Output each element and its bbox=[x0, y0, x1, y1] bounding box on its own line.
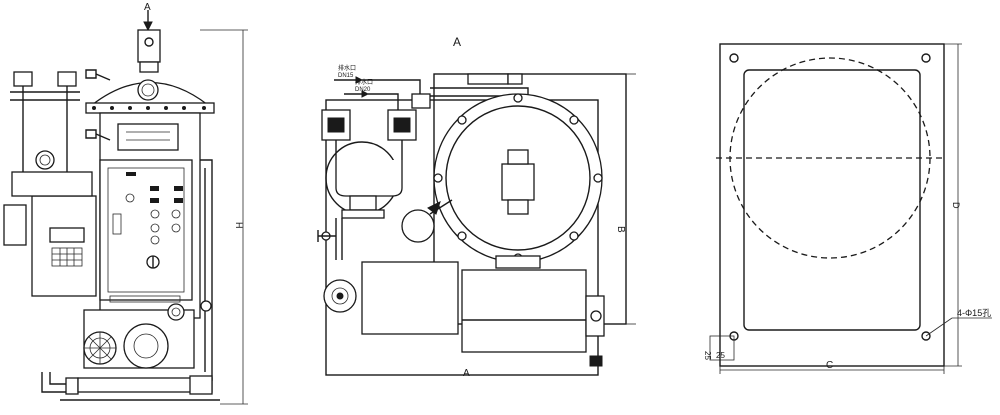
front-top-label: A bbox=[144, 2, 151, 13]
plan-height-dim: D bbox=[951, 202, 961, 209]
svg-text:排水口: 排水口 bbox=[355, 78, 373, 86]
controller-display bbox=[49, 227, 85, 243]
hole-note: 4-Φ15孔 bbox=[957, 308, 991, 318]
side-height-dim: B bbox=[615, 226, 626, 233]
side-view: A 排水口 DN15 排水口 DN20 bbox=[317, 35, 636, 379]
inlet2-label: DN20 bbox=[355, 87, 371, 93]
offset-x-label: 25 bbox=[716, 351, 725, 360]
front-view: A bbox=[3, 2, 248, 405]
mounting-hole bbox=[921, 331, 931, 341]
waste-tank bbox=[361, 261, 459, 335]
inlet1-label: DN15 bbox=[338, 73, 354, 79]
svg-text:排水口: 排水口 bbox=[338, 64, 356, 72]
pump-housing bbox=[461, 269, 587, 353]
pump-motor bbox=[123, 323, 169, 369]
pressure-gauge bbox=[137, 79, 159, 101]
mounting-hole bbox=[729, 53, 739, 63]
side-width-dim: A bbox=[463, 368, 470, 379]
base-plan: 4-Φ15孔 D C 25 25 bbox=[703, 43, 992, 374]
mounting-hole bbox=[921, 53, 931, 63]
control-panel bbox=[99, 159, 193, 301]
side-view-title: A bbox=[453, 35, 461, 49]
plan-width-dim: C bbox=[826, 360, 833, 371]
offset-y-label: 25 bbox=[703, 351, 712, 360]
front-height-dim: H bbox=[234, 222, 244, 229]
